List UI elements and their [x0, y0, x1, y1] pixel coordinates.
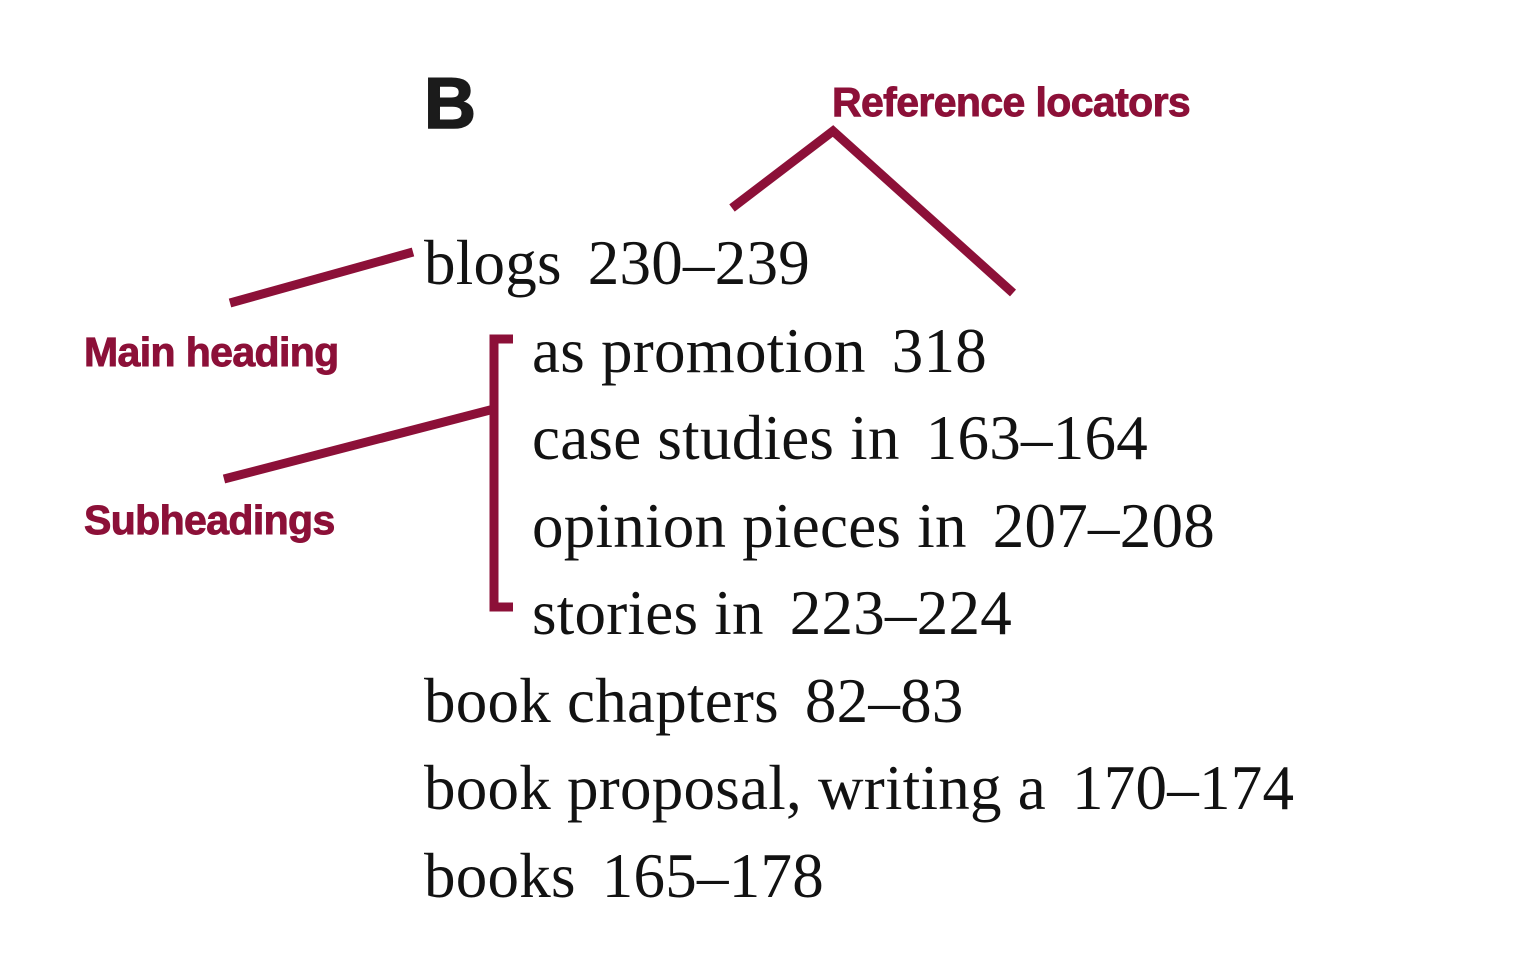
subheading-group-bracket: [489, 334, 513, 612]
entry-term: book chapters: [424, 666, 779, 736]
entry-locator: 207–208: [992, 491, 1215, 561]
entry-term: as promotion: [532, 316, 866, 386]
entry-locator: 163–164: [925, 403, 1148, 473]
entry-term: blogs: [424, 228, 562, 298]
entry-term: opinion pieces in: [532, 491, 967, 561]
entry-locator: 318: [891, 316, 988, 386]
entry-term: case studies in: [532, 403, 900, 473]
section-letter-heading: B: [423, 64, 477, 144]
entry-term: stories in: [532, 578, 764, 648]
entry-locator: 165–178: [601, 841, 825, 911]
leader-line-main-heading: [228, 247, 415, 308]
entry-locator: 82–83: [804, 666, 964, 736]
callout-label-reference-locators: Reference locators: [832, 79, 1192, 125]
callout-label-subheadings: Subheadings: [84, 497, 336, 543]
entry-term: books: [424, 841, 576, 911]
callout-label-main-heading: Main heading: [84, 329, 340, 375]
entry-locator: 223–224: [789, 578, 1013, 648]
entry-locator: 230–239: [587, 228, 811, 298]
leader-line-subheadings: [222, 404, 496, 484]
entry-locator: 170–174: [1071, 753, 1295, 823]
entry-term: book proposal, writing a: [424, 753, 1046, 823]
